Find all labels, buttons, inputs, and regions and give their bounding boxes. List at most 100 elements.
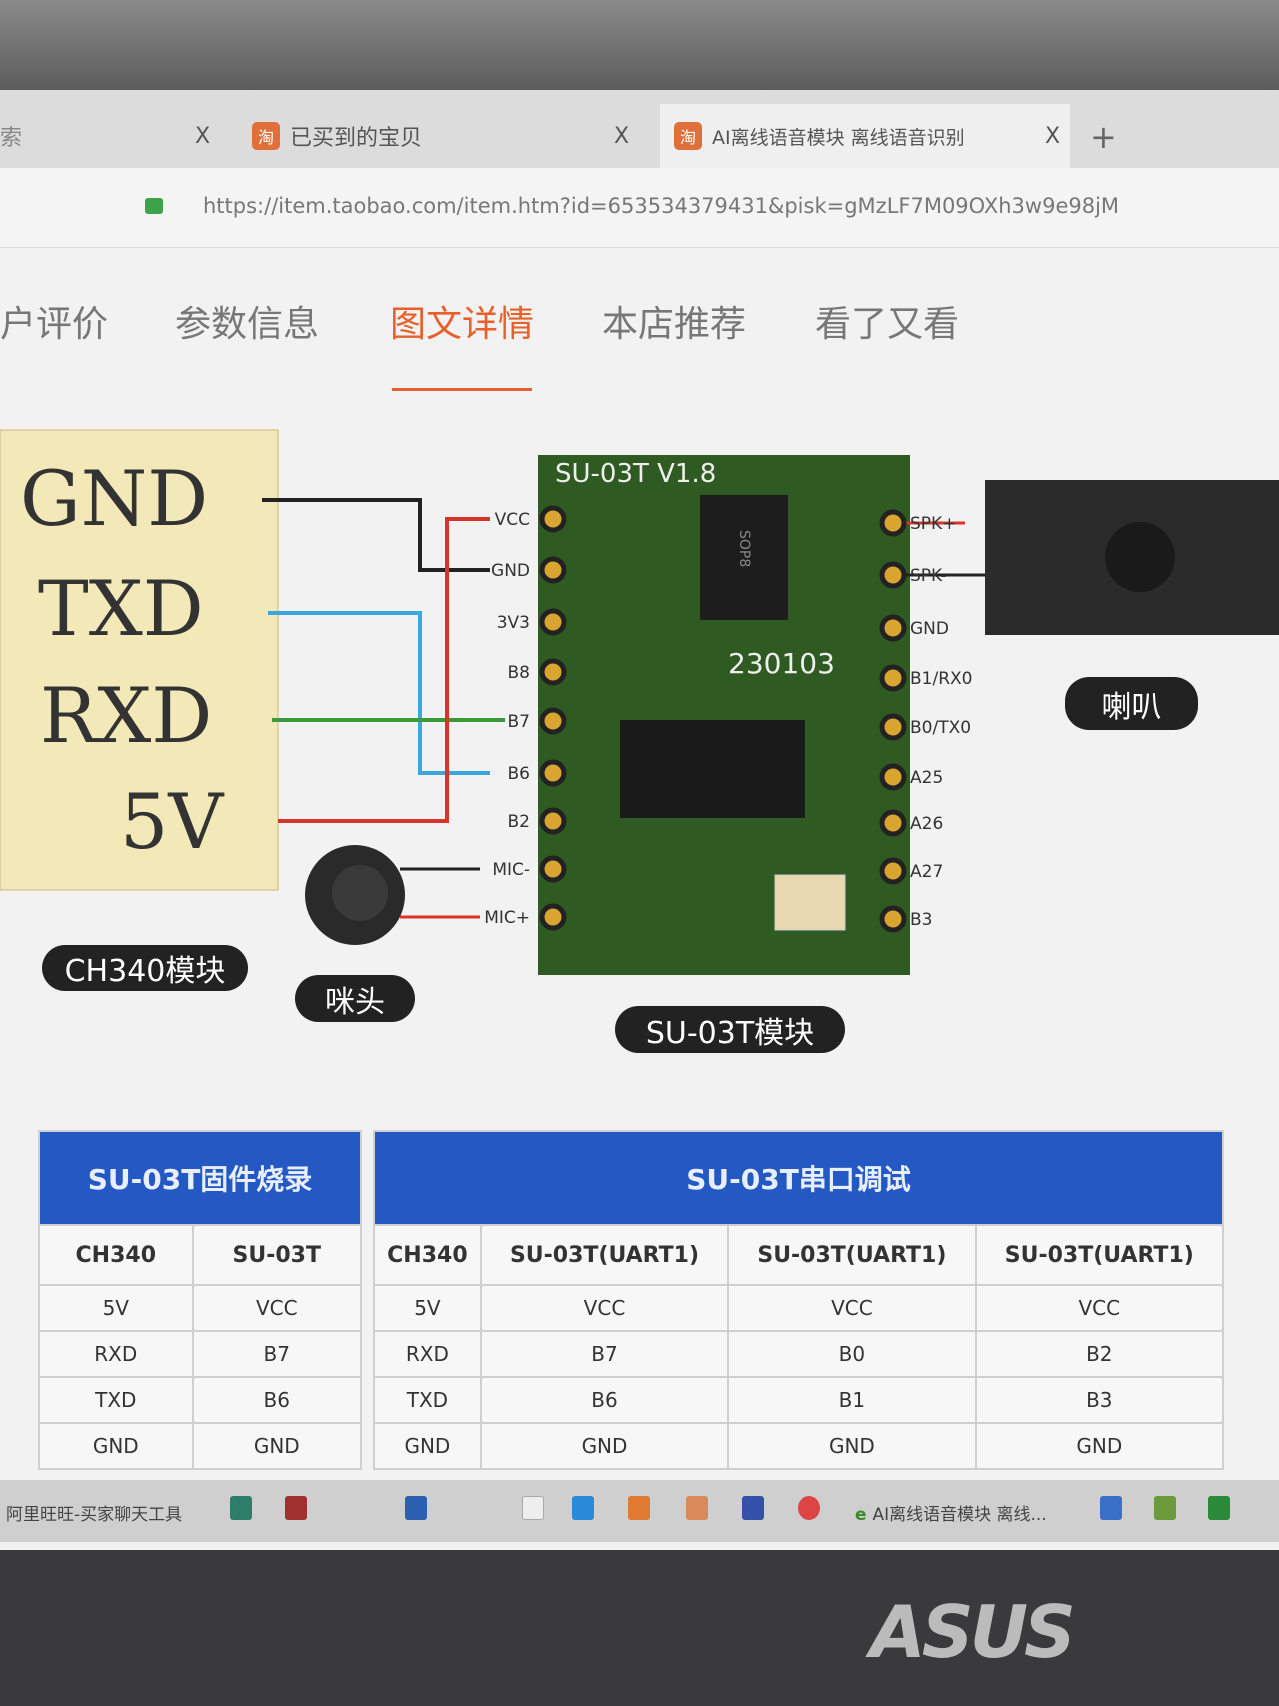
table-cell: GND xyxy=(479,1422,730,1470)
pin-label: B1/RX0 xyxy=(910,669,972,689)
pin-label: B2 xyxy=(508,812,530,832)
sop8-chip xyxy=(700,495,788,620)
board-pin-pad xyxy=(539,855,567,883)
tab-1[interactable]: 淘 已买到的宝贝 X xyxy=(252,104,652,168)
label-su03t-module: SU-03T模块 xyxy=(615,1006,845,1053)
table-cell: B2 xyxy=(974,1330,1225,1378)
tab-label: AI离线语音模块 离线语音识别 xyxy=(712,126,965,149)
board-pin-pad xyxy=(879,614,907,642)
nav-item-shop-recommend[interactable]: 本店推荐 xyxy=(602,304,747,345)
board-pin-pad xyxy=(539,505,567,533)
pin-label: SPK- xyxy=(910,566,947,586)
table-cell: VCC xyxy=(727,1284,977,1332)
laptop-bezel-top xyxy=(0,0,1279,95)
pin-label: MIC+ xyxy=(484,908,530,928)
close-icon[interactable]: X xyxy=(614,123,630,149)
pin-label: A27 xyxy=(910,862,943,882)
table-cell: B1 xyxy=(727,1376,977,1424)
ie-icon: e xyxy=(855,1505,873,1525)
column-header: SU-03T xyxy=(191,1224,363,1286)
table-cell: B6 xyxy=(191,1376,363,1424)
table-cell: VCC xyxy=(974,1284,1225,1332)
wechat-icon[interactable] xyxy=(1208,1496,1230,1520)
photoshop-icon[interactable] xyxy=(686,1496,708,1520)
app-icon[interactable] xyxy=(742,1496,764,1520)
table-cell: B3 xyxy=(974,1376,1225,1424)
tab-2[interactable]: 淘 AI离线语音模块 离线语音识别 X xyxy=(660,104,1070,168)
file-icon[interactable] xyxy=(522,1496,544,1520)
column-header: SU-03T(UART1) xyxy=(974,1224,1225,1286)
close-icon[interactable]: X xyxy=(1045,123,1061,149)
app-icon[interactable] xyxy=(1154,1496,1176,1520)
nav-item-reviews[interactable]: 户评价 xyxy=(0,304,109,345)
ch340-pin-rxd: RXD xyxy=(40,671,212,760)
new-tab-button[interactable]: + xyxy=(1090,118,1117,156)
nav-item-details[interactable]: 图文详情 xyxy=(390,304,535,345)
nav-item-also-viewed[interactable]: 看了又看 xyxy=(815,304,960,345)
app-icon[interactable] xyxy=(1100,1496,1122,1520)
wire-txd xyxy=(268,611,490,775)
app-icon[interactable] xyxy=(572,1496,594,1520)
ch340-pin-gnd: GND xyxy=(20,454,208,543)
table-cell: GND xyxy=(191,1422,363,1470)
table-cell: B6 xyxy=(479,1376,730,1424)
url-text[interactable]: https://item.taobao.com/item.htm?id=6535… xyxy=(203,194,1120,218)
taobao-icon: 淘 xyxy=(252,122,280,150)
tab-label: 索 xyxy=(0,126,23,151)
table-cell: GND xyxy=(727,1422,977,1470)
taskbar-aliwangwang[interactable]: 阿里旺旺-买家聊天工具 xyxy=(6,1505,183,1525)
active-tab-underline xyxy=(392,388,532,391)
pin-label: B8 xyxy=(508,663,530,683)
microphone-center xyxy=(332,865,388,921)
serial-debug-table: SU-03T串口调试 CH340 SU-03T(UART1) SU-03T(UA… xyxy=(373,1130,1225,1470)
tab-bar: 索 X 淘 已买到的宝贝 X 淘 AI离线语音模块 离线语音识别 X + xyxy=(0,90,1279,168)
app-icon[interactable] xyxy=(628,1496,650,1520)
taobao-icon: 淘 xyxy=(674,122,702,150)
word-icon[interactable] xyxy=(405,1496,427,1520)
taskbar-browser-window[interactable]: e AI离线语音模块 离线... xyxy=(855,1500,1047,1525)
label-speaker: 喇叭 xyxy=(1065,677,1198,730)
label-ch340-module: CH340模块 xyxy=(42,945,248,991)
pin-label: B7 xyxy=(508,712,530,732)
pin-label: B3 xyxy=(910,910,932,930)
column-header: CH340 xyxy=(373,1224,482,1286)
table-cell: GND xyxy=(373,1422,482,1470)
close-icon[interactable]: X xyxy=(195,123,211,149)
ch340-pin-txd: TXD xyxy=(38,564,204,653)
pin-label: B0/TX0 xyxy=(910,718,971,738)
table-cell: VCC xyxy=(191,1284,363,1332)
table-cell: VCC xyxy=(479,1284,730,1332)
label-mic: 咪头 xyxy=(295,975,415,1022)
board-pin-pad xyxy=(879,509,907,537)
board-pin-pad xyxy=(539,608,567,636)
pin-label: GND xyxy=(491,561,530,581)
tab-label: 已买到的宝贝 xyxy=(290,126,423,151)
wire-5v xyxy=(278,517,490,823)
pin-label: GND xyxy=(910,619,949,639)
pin-label: B6 xyxy=(508,764,530,784)
pin-label: MIC- xyxy=(492,860,530,880)
pin-label: A26 xyxy=(910,814,943,834)
chrome-icon[interactable] xyxy=(798,1496,820,1520)
board-pin-pad xyxy=(539,807,567,835)
nav-item-params[interactable]: 参数信息 xyxy=(175,304,320,345)
address-bar[interactable]: https://item.taobao.com/item.htm?id=6535… xyxy=(0,168,1279,248)
asus-logo: ASUS xyxy=(870,1590,1076,1674)
board-code: 230103 xyxy=(728,647,835,680)
chip-label: SOP8 xyxy=(736,530,752,567)
pin-label: 3V3 xyxy=(497,613,530,633)
pin-label: A25 xyxy=(910,768,943,788)
tab-0[interactable]: 索 X xyxy=(0,104,232,168)
window-title: AI离线语音模块 离线... xyxy=(872,1505,1047,1525)
column-header: CH340 xyxy=(38,1224,194,1286)
app-icon[interactable] xyxy=(285,1496,307,1520)
board-pin-pad xyxy=(879,809,907,837)
board-pin-pad xyxy=(539,707,567,735)
calculator-icon[interactable] xyxy=(230,1496,252,1520)
table-cell: GND xyxy=(38,1422,194,1470)
speaker-cone xyxy=(1105,522,1175,592)
board-pin-pad xyxy=(539,903,567,931)
